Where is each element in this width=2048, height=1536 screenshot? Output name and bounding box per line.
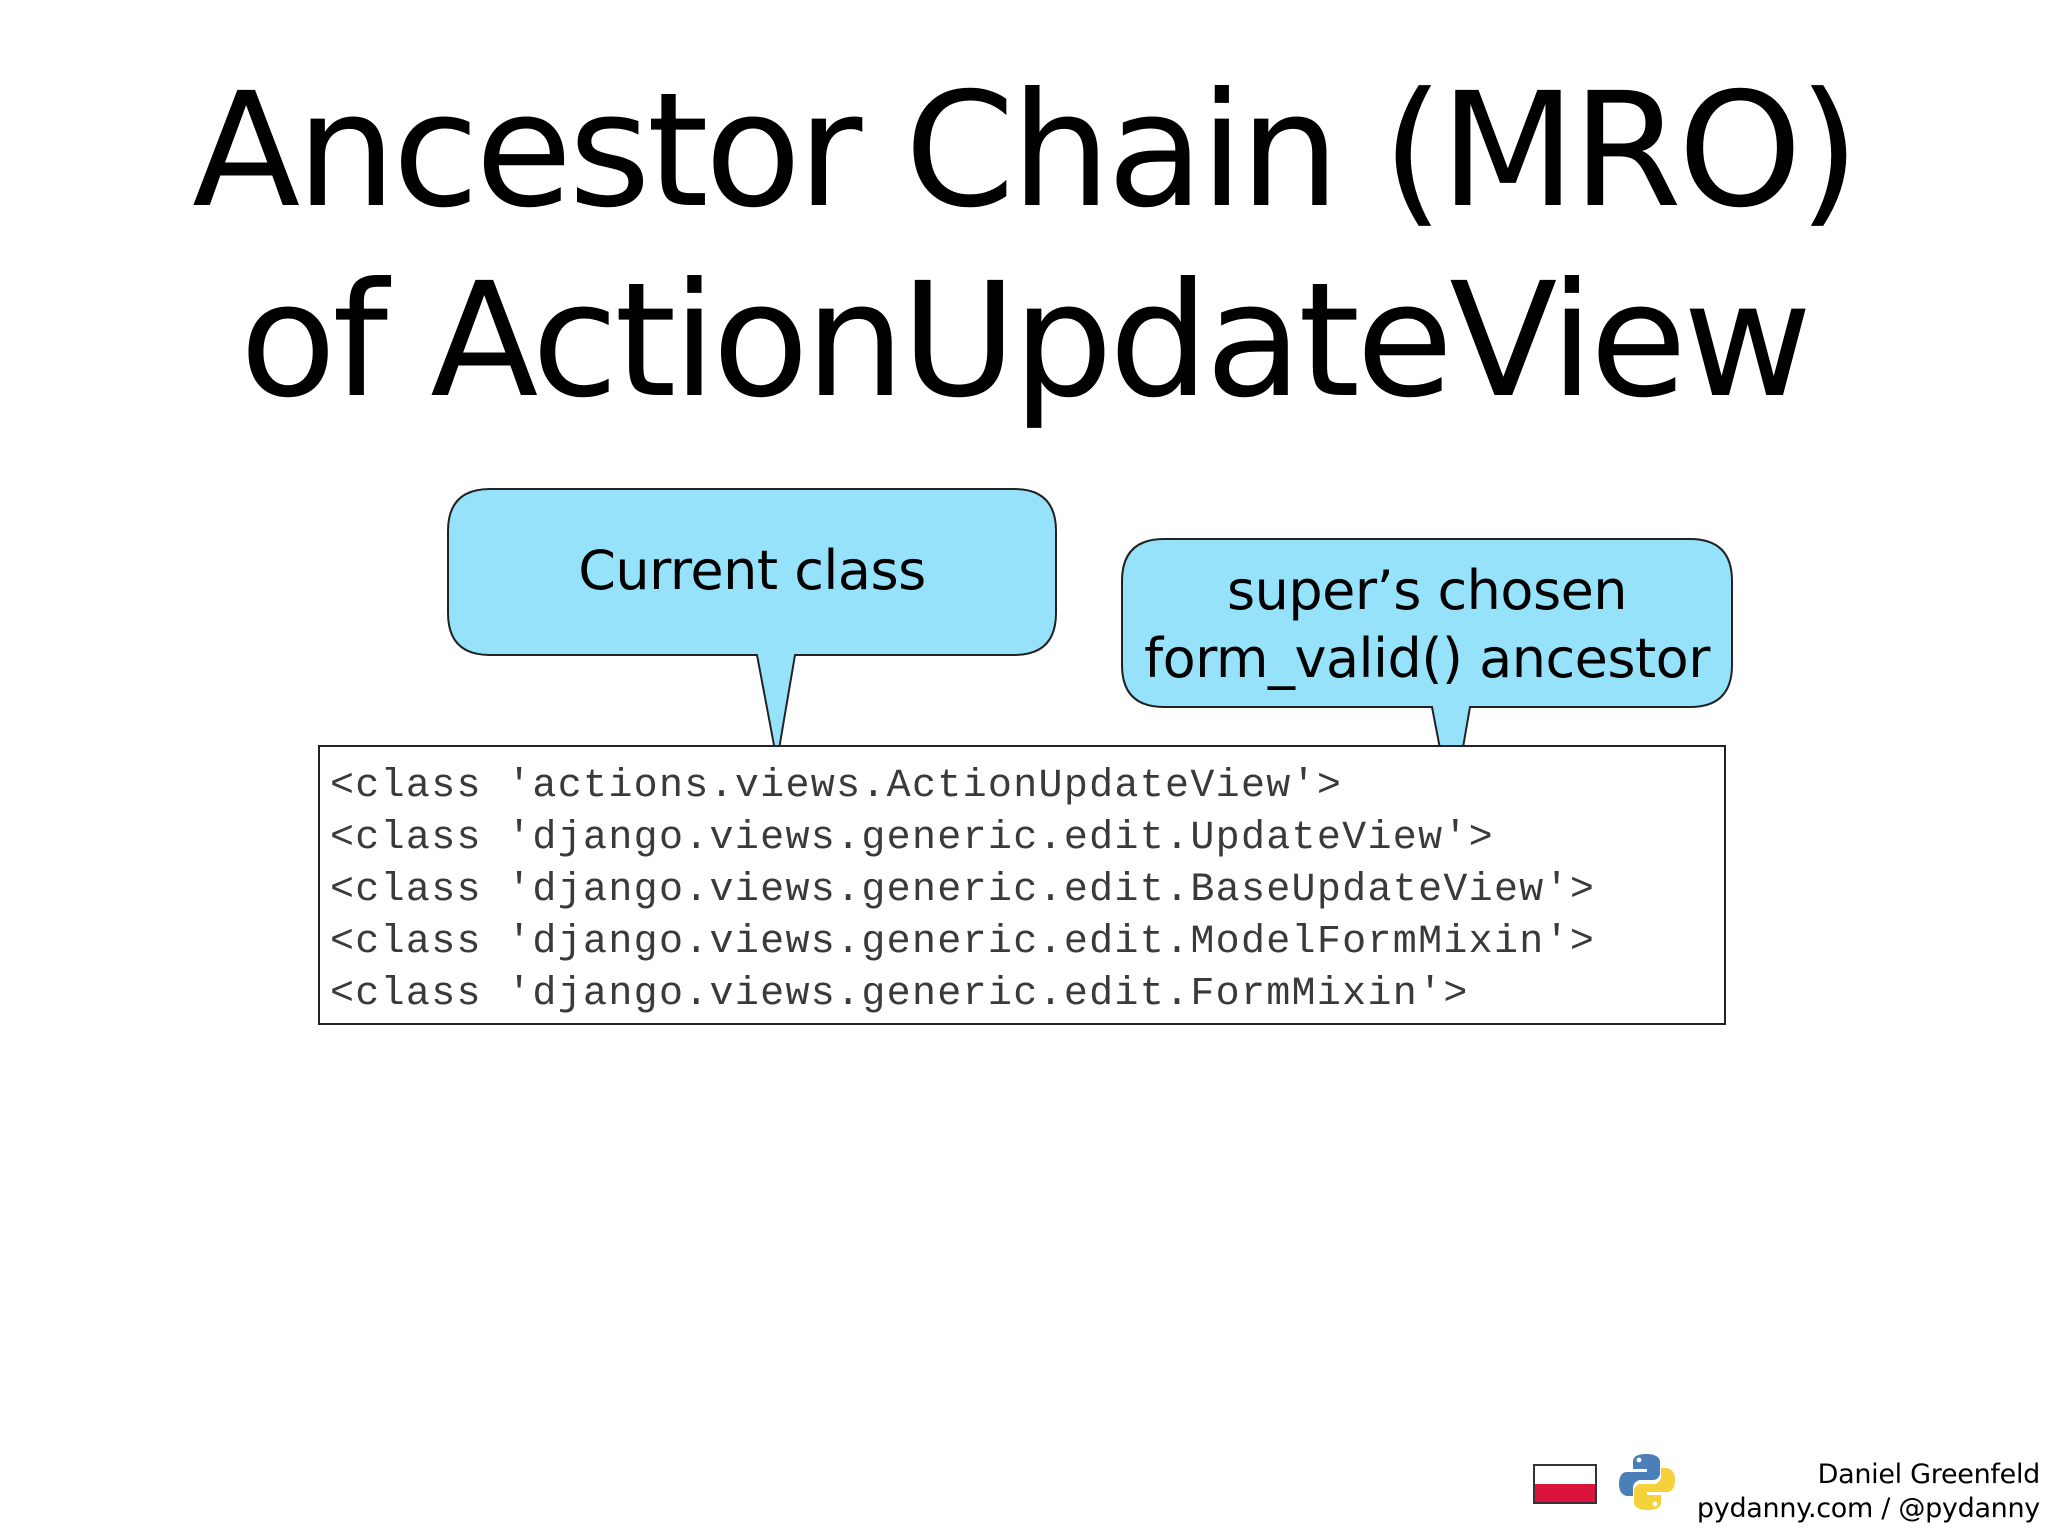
mro-line-2: <class 'django.views.generic.edit.Update… xyxy=(330,816,1494,861)
author-name: Daniel Greenfeld xyxy=(1817,1459,2041,1490)
slide-title-line-2: of ActionUpdateView xyxy=(239,249,1813,433)
callout-current-class-text: Current class xyxy=(578,539,926,602)
mro-line-3: <class 'django.views.generic.edit.BaseUp… xyxy=(330,868,1596,913)
slide-footer: Daniel Greenfeld pydanny.com / @pydanny xyxy=(1532,1452,2040,1526)
python-logo-icon xyxy=(1618,1454,1675,1510)
slide-title-line-1: Ancestor Chain (MRO) xyxy=(192,59,1860,243)
author-credit: Daniel Greenfeld pydanny.com / @pydanny xyxy=(1697,1458,2040,1526)
callout-current-class-bubble xyxy=(447,488,1057,762)
callout-super-chosen: super’s chosen form_valid() ancestor xyxy=(1120,537,1734,815)
mro-code-block: <class 'actions.views.ActionUpdateView'>… xyxy=(318,745,1726,1025)
mro-line-4: <class 'django.views.generic.edit.ModelF… xyxy=(330,920,1596,965)
author-site: pydanny.com / @pydanny xyxy=(1696,1493,2040,1524)
callout-current-class: Current class xyxy=(446,487,1058,767)
slide-title: Ancestor Chain (MRO) of ActionUpdateView xyxy=(0,56,2048,436)
callout-super-chosen-text: super’s chosen form_valid() ancestor xyxy=(1120,557,1734,693)
mro-line-5: <class 'django.views.generic.edit.FormMi… xyxy=(330,972,1469,1017)
mro-line-1: <class 'actions.views.ActionUpdateView'> xyxy=(330,764,1343,809)
callout-super-chosen-line-1: super’s chosen xyxy=(1226,559,1628,622)
callout-super-chosen-line-2: form_valid() ancestor xyxy=(1144,627,1710,690)
poland-flag-icon xyxy=(1532,1464,1597,1504)
